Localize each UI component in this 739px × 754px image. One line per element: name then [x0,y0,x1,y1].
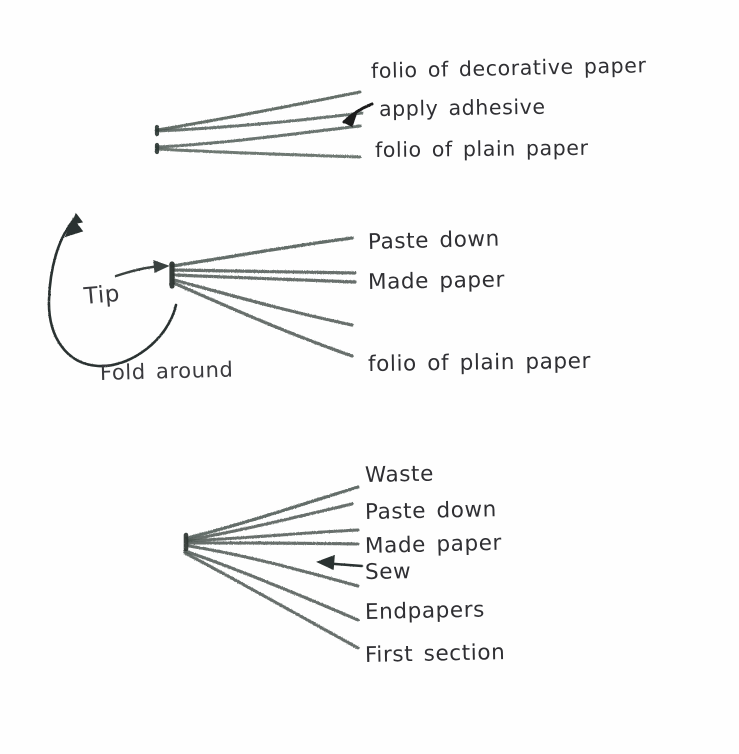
line-waste [185,485,360,540]
arrow-tip [114,260,170,278]
line-plain-lower [155,147,362,159]
label-made-paper-group3: Made paper [364,530,503,559]
group-2-strokes [170,236,357,358]
arrow-sew [316,554,364,571]
group-1-strokes [155,90,364,159]
line-plain-folio-upper [172,278,354,327]
line-paste-down-3 [186,502,354,542]
label-paste-down-group3: Paste down [364,497,498,525]
line-made-paper-3-upper [186,528,360,543]
line-plain-folio-lower [172,281,354,358]
label-folio-plain-paper-group2: folio of plain paper [367,348,592,377]
line-paste-down [170,236,354,268]
arrow-apply-adhesive [342,102,374,128]
line-decorative-upper [155,90,362,132]
label-waste: Waste [364,461,435,488]
group-3-strokes [183,485,360,650]
annotation-tip: Tip [82,280,122,310]
line-decorative-lower [155,111,364,133]
arrow-fold-around [47,212,178,368]
line-plain-upper [155,124,362,149]
label-made-paper-group2: Made paper [367,267,506,295]
label-apply-adhesive: apply adhesive [378,94,546,121]
line-made-paper-upper [172,268,357,275]
label-folio-decorative-paper: folio of decorative paper [370,53,647,83]
label-paste-down-group2: Paste down [367,226,501,255]
label-folio-plain-paper: folio of plain paper [374,135,589,162]
line-sew [187,544,360,588]
line-endpapers [183,549,360,622]
line-first-section [183,551,360,650]
label-first-section: First section [364,640,506,668]
label-sew: Sew [364,559,412,585]
line-made-paper-lower [172,273,357,284]
line-made-paper-3-lower [186,541,360,546]
annotation-fold-around: Fold around [99,357,234,385]
label-endpapers: Endpapers [364,597,486,625]
